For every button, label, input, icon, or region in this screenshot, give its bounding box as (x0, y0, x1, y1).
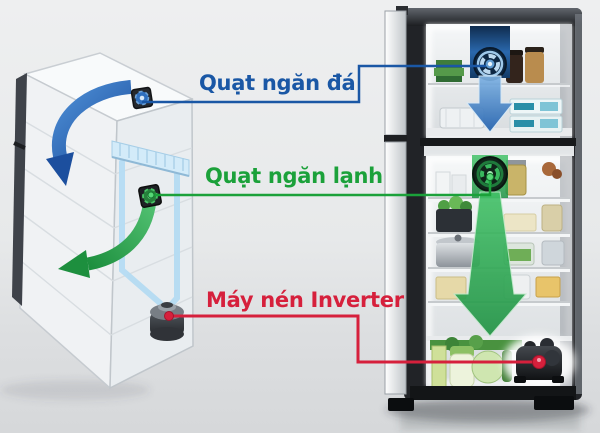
compressor-dot-highlight (537, 358, 541, 362)
label-compressor: Máy nén Inverter (206, 288, 404, 312)
cold-airflow-curved-arrow (58, 199, 157, 278)
door-gap (384, 135, 407, 142)
fridge-base (410, 386, 576, 400)
label-freezer-fan: Quạt ngăn đá (199, 71, 356, 95)
freezer-compartment (426, 24, 572, 138)
label-cold-fan: Quạt ngăn lạnh (205, 164, 383, 188)
fridge-right-edge (575, 14, 582, 394)
compressor-connector (169, 314, 536, 364)
callout-connectors (142, 64, 546, 369)
evaporator-coil-icon (111, 140, 190, 177)
cold-fan-dot-left (147, 191, 155, 199)
fridge-foot-right (534, 396, 574, 410)
wireframe-door-divider (13, 141, 26, 150)
wireframe-fridge (0, 52, 195, 400)
divider-ledge (424, 146, 574, 156)
cold-fan-dot-right (486, 173, 494, 181)
compartment-divider (420, 138, 576, 146)
fridge-foot-left (388, 398, 414, 411)
wireframe-compressor-icon (150, 302, 184, 341)
wireframe-door-edge (12, 73, 27, 306)
fridge-compartment (426, 155, 575, 389)
freezer-airflow-arrow (465, 75, 515, 133)
freezer-door (384, 10, 407, 136)
fridge-top-cap (404, 8, 582, 26)
freezer-items (434, 47, 563, 133)
wireframe-fridge-shadow (0, 380, 150, 400)
photo-freezer-fan-icon (470, 26, 510, 81)
cold-fan-connector (151, 178, 492, 197)
freezer-airflow-curved-arrow (46, 80, 132, 186)
freezer-fan-connector (142, 64, 486, 104)
fridge-door (384, 141, 407, 395)
freezer-fan-icon (130, 86, 154, 110)
compressor-dot-left (164, 311, 174, 321)
cold-airflow-arrow (452, 191, 528, 337)
photo-fridge (384, 6, 590, 430)
